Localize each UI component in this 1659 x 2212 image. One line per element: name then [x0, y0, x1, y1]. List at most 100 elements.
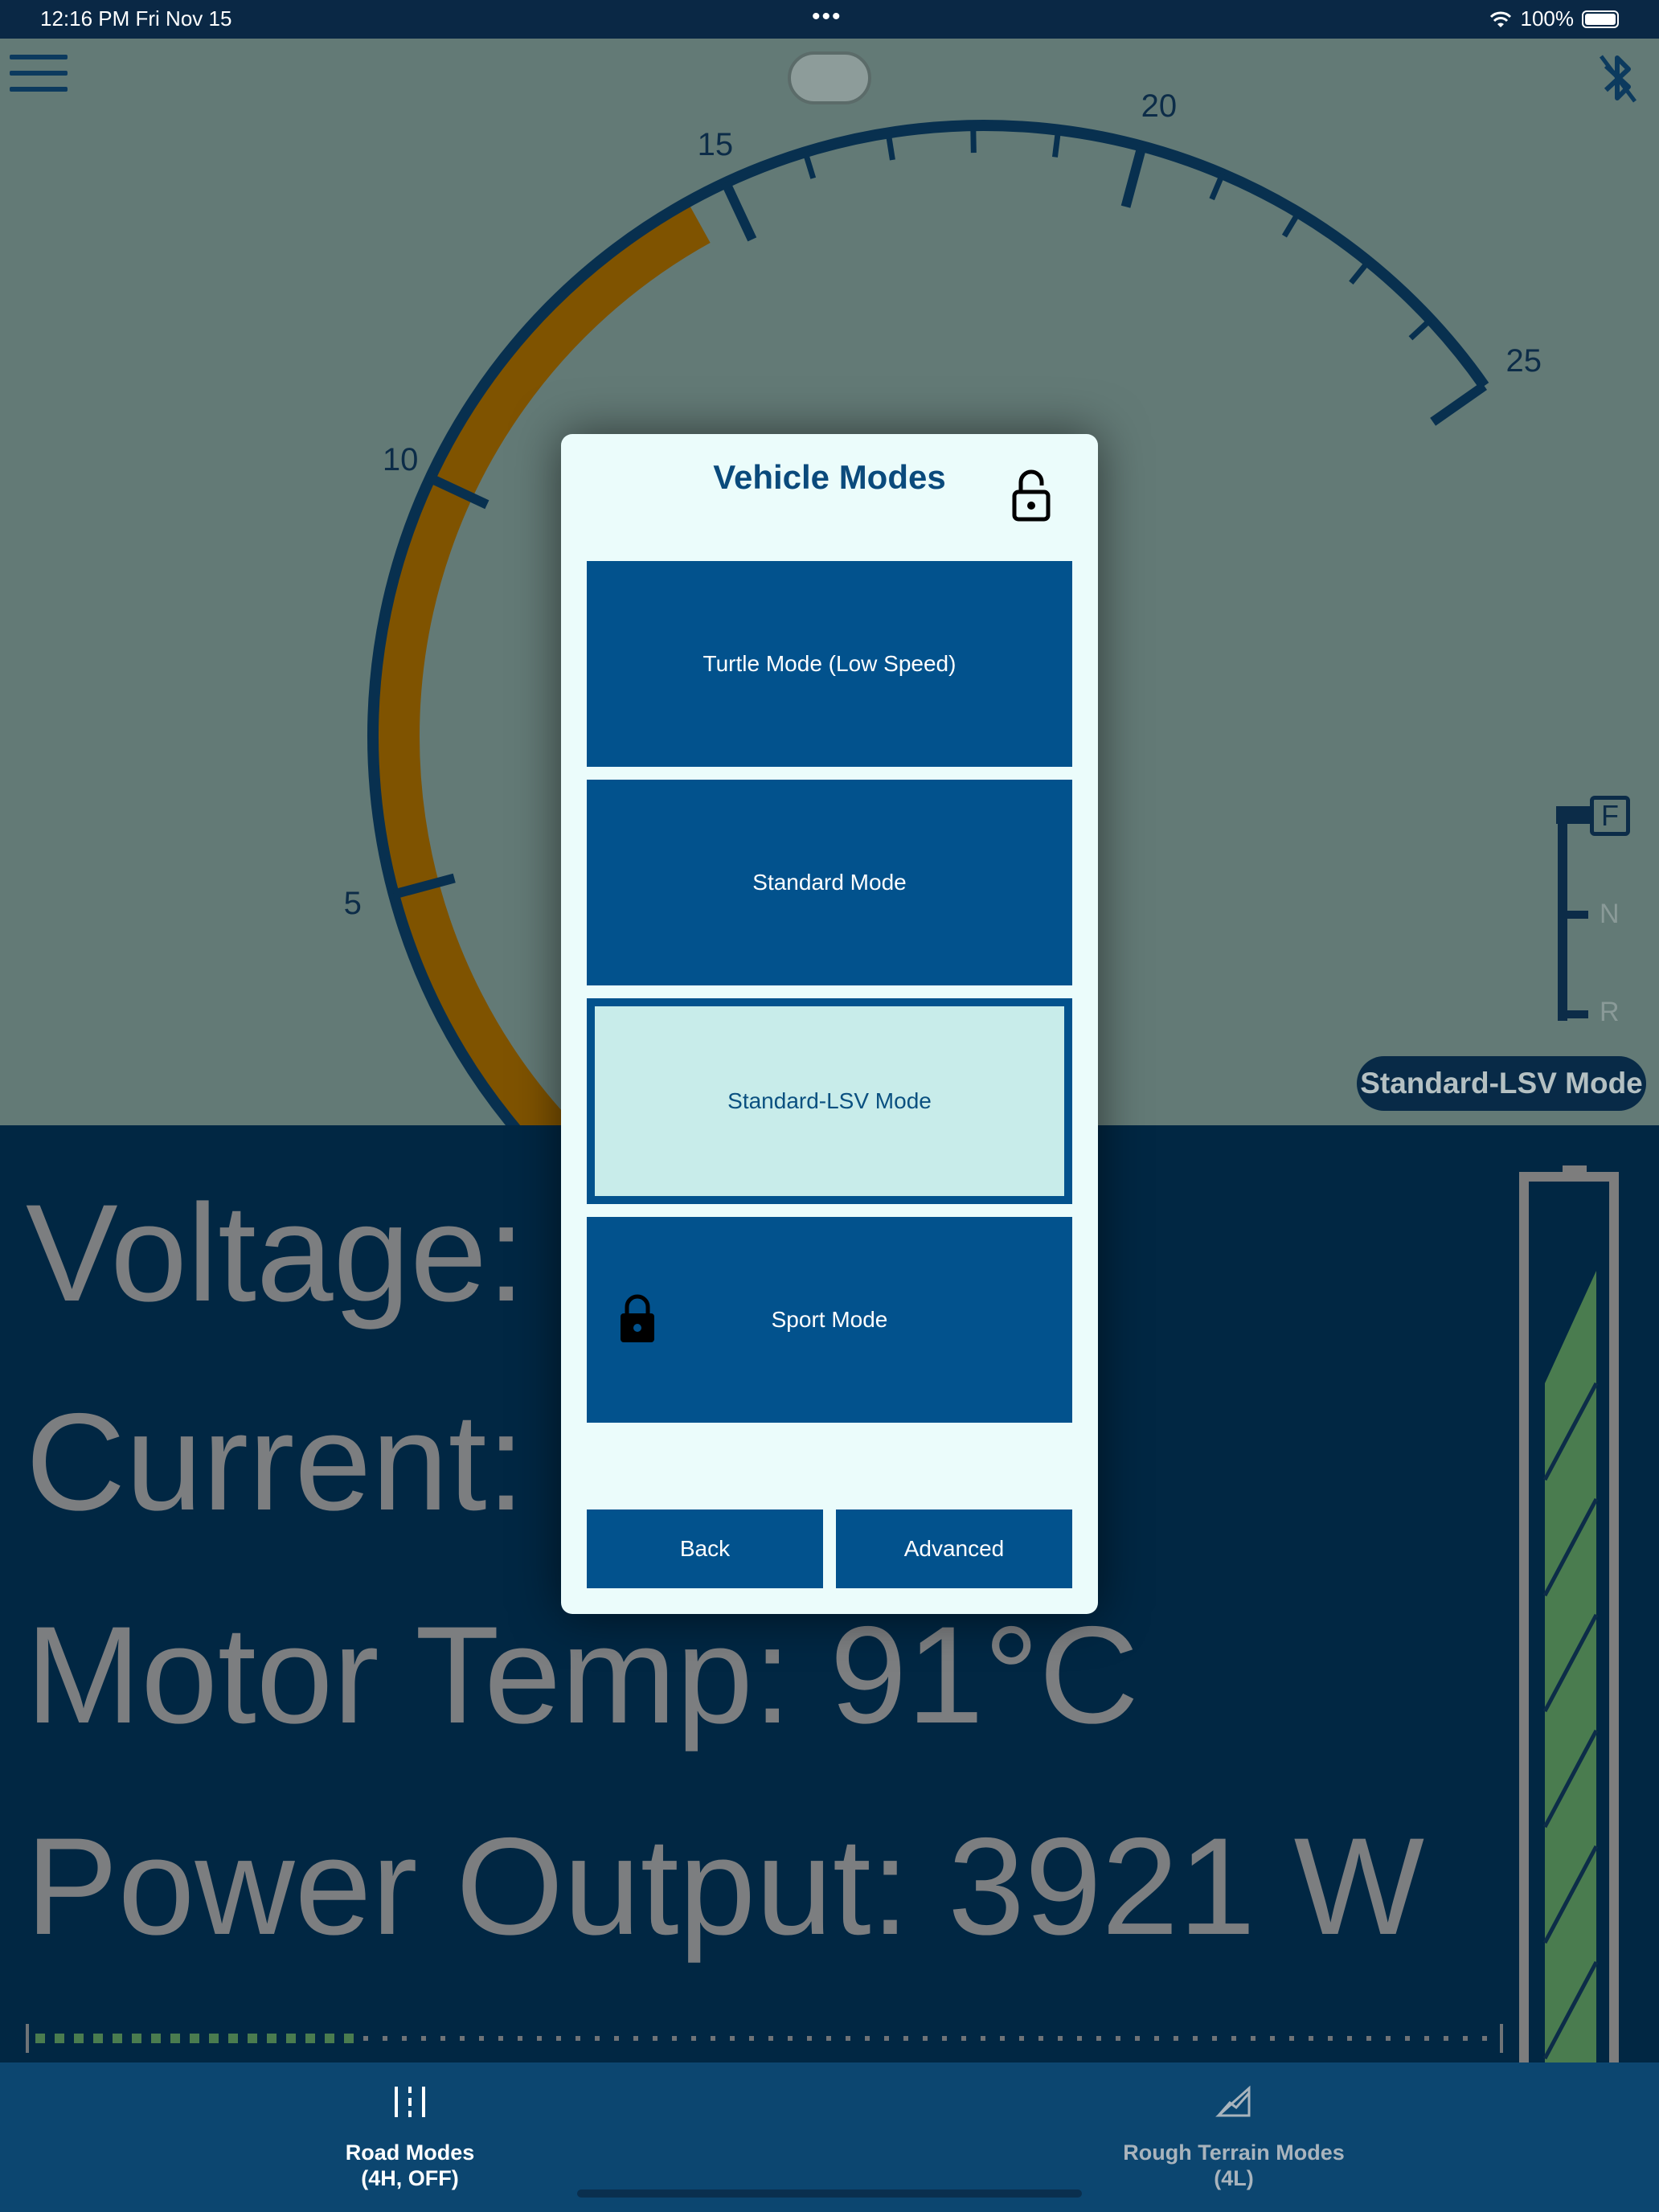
sport-mode-button[interactable]: Sport Mode: [587, 1217, 1072, 1423]
status-bar: 12:16 PM Fri Nov 15 ••• 100%: [0, 0, 1659, 39]
drag-handle[interactable]: [788, 51, 871, 104]
power-bar-segment: [1289, 2036, 1294, 2041]
power-bar-segment: [1347, 2036, 1352, 2041]
tab-label: Rough Terrain Modes: [1123, 2140, 1345, 2165]
power-bar-segment-lit: [55, 2034, 64, 2043]
power-bar-segment: [1251, 2036, 1256, 2041]
power-bar-segment: [633, 2036, 638, 2041]
current-mode-badge: Standard-LSV Mode: [1357, 1056, 1646, 1111]
battery-level-gauge: [1519, 1165, 1619, 2074]
back-button[interactable]: Back: [587, 1509, 823, 1588]
power-bar-segment: [865, 2036, 870, 2041]
power-bar-segment: [1019, 2036, 1024, 2041]
power-bar-segment: [749, 2036, 754, 2041]
wifi-icon: [1489, 11, 1511, 27]
gauge-tick-label: 25: [1505, 343, 1542, 379]
power-bar-segment: [1328, 2036, 1333, 2041]
power-bar-segment: [1000, 2036, 1005, 2041]
standard-mode-button[interactable]: Standard Mode: [587, 780, 1072, 985]
power-bar-segment: [1038, 2036, 1043, 2041]
voltage-readout: Voltage: 5: [26, 1176, 641, 1330]
power-bar-segment-lit: [132, 2034, 141, 2043]
power-bar-segment: [614, 2036, 619, 2041]
power-bar-segment: [479, 2036, 484, 2041]
home-indicator[interactable]: [577, 2189, 1082, 2198]
hamburger-menu-icon[interactable]: [10, 55, 68, 98]
power-bar-segment-lit: [151, 2034, 161, 2043]
status-right: 100%: [1489, 6, 1619, 31]
current-readout: Current: 1: [26, 1385, 641, 1539]
power-bar-segment: [402, 2036, 407, 2041]
power-bar-segment-lit: [113, 2034, 122, 2043]
power-bar-segment: [576, 2036, 580, 2041]
power-bar-segment: [653, 2036, 657, 2041]
dialog-title: Vehicle Modes: [713, 458, 946, 496]
terrain-icon: [1215, 2085, 1251, 2117]
battery-fill: [1545, 1271, 1596, 2074]
power-bar-segment: [1424, 2036, 1429, 2041]
power-bar-segment: [363, 2036, 368, 2041]
gauge-major-tick: [721, 180, 757, 242]
power-bar-segment: [595, 2036, 600, 2041]
power-bar-segment: [1096, 2036, 1101, 2041]
multitasking-dots-icon[interactable]: •••: [812, 3, 842, 30]
bottom-tab-bar: Road Modes (4H, OFF) Rough Terrain Modes…: [0, 2062, 1659, 2212]
power-bar-segment: [1386, 2036, 1391, 2041]
gauge-major-tick: [1120, 145, 1147, 208]
power-bar-segment: [711, 2036, 715, 2041]
power-bar-segment-lit: [344, 2034, 354, 2043]
power-bar-segment: [768, 2036, 773, 2041]
power-bar-segment: [961, 2036, 966, 2041]
gauge-minor-tick: [885, 132, 895, 161]
power-bar-segment-lit: [305, 2034, 315, 2043]
gear-forward[interactable]: F: [1590, 796, 1630, 836]
power-bar-segment: [421, 2036, 426, 2041]
power-bar-segment: [518, 2036, 522, 2041]
power-bar-segment: [1135, 2036, 1140, 2041]
power-bar-segment: [383, 2036, 387, 2041]
power-bar-segment: [923, 2036, 928, 2041]
power-bar-segment: [691, 2036, 696, 2041]
standard-lsv-mode-button[interactable]: Standard-LSV Mode: [587, 998, 1072, 1204]
tab-sublabel: (4H, OFF): [361, 2166, 459, 2190]
battery-stripe: [1542, 1845, 1599, 1944]
power-bar-segment-lit: [93, 2034, 103, 2043]
mode-label: Standard-LSV Mode: [727, 1088, 932, 1113]
status-time: 12:16 PM Fri Nov 15: [40, 6, 232, 31]
mode-label: Turtle Mode (Low Speed): [703, 651, 956, 676]
power-bar-segment: [460, 2036, 465, 2041]
mode-label: Sport Mode: [771, 1307, 888, 1332]
battery-stripe: [1542, 1613, 1599, 1713]
speed-gauge: [367, 120, 1489, 1125]
gear-reverse[interactable]: R: [1600, 997, 1620, 1027]
power-bar-segment: [1154, 2036, 1159, 2041]
power-bar-segment: [788, 2036, 793, 2041]
gauge-minor-tick: [1281, 211, 1301, 238]
power-bar-segment-lit: [286, 2034, 296, 2043]
bluetooth-icon[interactable]: [1598, 50, 1638, 106]
power-bar-segment: [1309, 2036, 1313, 2041]
tab-rough-terrain-modes[interactable]: Rough Terrain Modes (4L): [1101, 2062, 1366, 2212]
power-bar: [26, 2024, 1503, 2053]
power-bar-segment-lit: [190, 2034, 199, 2043]
power-bar-segment: [1116, 2036, 1120, 2041]
power-bar-segment: [730, 2036, 735, 2041]
battery-stripe: [1542, 1960, 1599, 2060]
power-bar-segment: [537, 2036, 542, 2041]
power-bar-segment-lit: [267, 2034, 276, 2043]
gear-neutral[interactable]: N: [1600, 899, 1620, 929]
advanced-button[interactable]: Advanced: [836, 1509, 1072, 1588]
unlock-icon[interactable]: [1011, 469, 1051, 522]
battery-stripe: [1542, 1729, 1599, 1829]
battery-stripe: [1542, 1382, 1599, 1481]
power-bar-segment: [1231, 2036, 1236, 2041]
mode-label: Standard Mode: [752, 870, 907, 895]
turtle-mode-button[interactable]: Turtle Mode (Low Speed): [587, 561, 1072, 767]
power-bar-segment: [1482, 2036, 1487, 2041]
power-output-readout: Power Output: 3921 W: [26, 1809, 1424, 1964]
vehicle-modes-dialog: Vehicle Modes Turtle Mode (Low Speed) St…: [561, 434, 1098, 1614]
power-bar-segment: [942, 2036, 947, 2041]
power-bar-segment-lit: [170, 2034, 180, 2043]
gauge-minor-tick: [1209, 173, 1226, 201]
tab-road-modes[interactable]: Road Modes (4H, OFF): [330, 2062, 490, 2212]
